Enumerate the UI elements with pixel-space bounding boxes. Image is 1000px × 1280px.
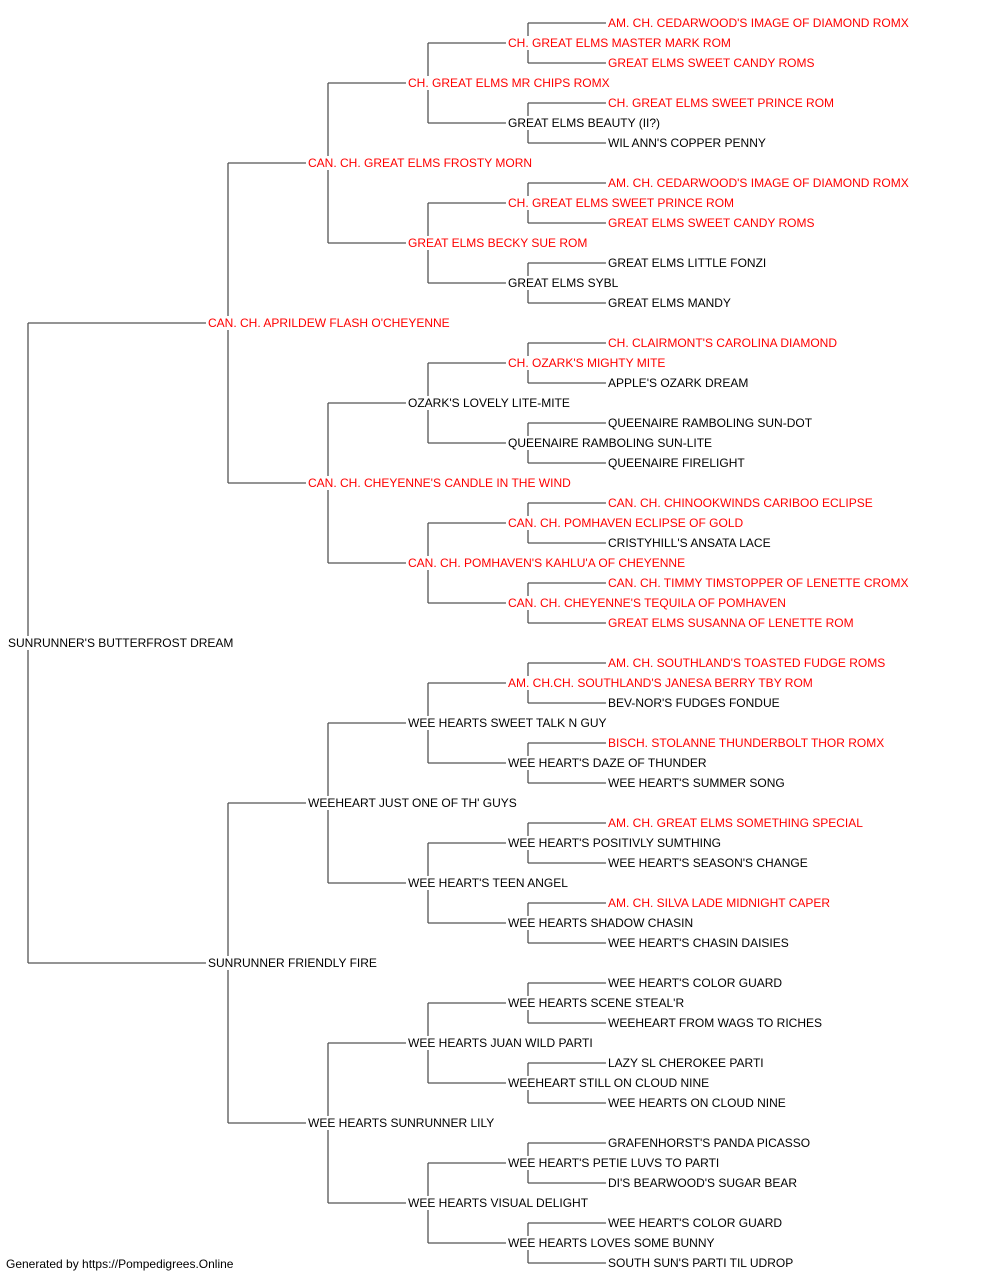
dam-name[interactable]: WEE HEART'S CHASIN DAISIES xyxy=(606,936,791,950)
dam-name[interactable]: WEE HEARTS LOVES SOME BUNNY xyxy=(506,1236,717,1250)
dam-name[interactable]: GREAT ELMS SUSANNA OF LENETTE ROM xyxy=(606,616,856,630)
sire-name[interactable]: WEEHEART JUST ONE OF TH' GUYS xyxy=(306,796,519,810)
dam-name[interactable]: SUNRUNNER FRIENDLY FIRE xyxy=(206,956,379,970)
sire-name[interactable]: WEE HEARTS JUAN WILD PARTI xyxy=(406,1036,595,1050)
sire-name[interactable]: AM. CH. SOUTHLAND'S TOASTED FUDGE ROMS xyxy=(606,656,888,670)
sire-name[interactable]: WEE HEART'S COLOR GUARD xyxy=(606,1216,785,1230)
sire-name[interactable]: CH. GREAT ELMS MR CHIPS ROMX xyxy=(406,76,612,90)
dam-name[interactable]: CRISTYHILL'S ANSATA LACE xyxy=(606,536,773,550)
dam-name[interactable]: WEE HEARTS ON CLOUD NINE xyxy=(606,1096,788,1110)
sire-name[interactable]: AM. CH. GREAT ELMS SOMETHING SPECIAL xyxy=(606,816,865,830)
sire-name[interactable]: BISCH. STOLANNE THUNDERBOLT THOR ROMX xyxy=(606,736,887,750)
dam-name[interactable]: GREAT ELMS BECKY SUE ROM xyxy=(406,236,590,250)
sire-name[interactable]: AM. CH. CEDARWOOD'S IMAGE OF DIAMOND ROM… xyxy=(606,16,911,30)
sire-name[interactable]: CAN. CH. APRILDEW FLASH O'CHEYENNE xyxy=(206,316,452,330)
sire-name[interactable]: LAZY SL CHEROKEE PARTI xyxy=(606,1056,766,1070)
sire-name[interactable]: QUEENAIRE RAMBOLING SUN-DOT xyxy=(606,416,815,430)
dam-name[interactable]: DI'S BEARWOOD'S SUGAR BEAR xyxy=(606,1176,800,1190)
sire-name[interactable]: WEE HEARTS SCENE STEAL'R xyxy=(506,996,687,1010)
dam-name[interactable]: GREAT ELMS SWEET CANDY ROMS xyxy=(606,216,817,230)
sire-name[interactable]: WEE HEARTS SWEET TALK N GUY xyxy=(406,716,609,730)
dam-name[interactable]: CAN. CH. CHEYENNE'S TEQUILA OF POMHAVEN xyxy=(506,596,788,610)
dam-name[interactable]: WEE HEART'S SUMMER SONG xyxy=(606,776,787,790)
dam-name[interactable]: WEE HEARTS VISUAL DELIGHT xyxy=(406,1196,591,1210)
sire-name[interactable]: AM. CH. SILVA LADE MIDNIGHT CAPER xyxy=(606,896,833,910)
dam-name[interactable]: WEE HEARTS SUNRUNNER LILY xyxy=(306,1116,497,1130)
dam-name[interactable]: WEE HEART'S TEEN ANGEL xyxy=(406,876,570,890)
dam-name[interactable]: CAN. CH. CHEYENNE'S CANDLE IN THE WIND xyxy=(306,476,573,490)
sire-name[interactable]: OZARK'S LOVELY LITE-MITE xyxy=(406,396,572,410)
dam-name[interactable]: SOUTH SUN'S PARTI TIL UDROP xyxy=(606,1256,796,1270)
dam-name[interactable]: BEV-NOR'S FUDGES FONDUE xyxy=(606,696,782,710)
dam-name[interactable]: WEE HEART'S DAZE OF THUNDER xyxy=(506,756,709,770)
dam-name[interactable]: WEEHEART FROM WAGS TO RICHES xyxy=(606,1016,825,1030)
dam-name[interactable]: QUEENAIRE RAMBOLING SUN-LITE xyxy=(506,436,715,450)
sire-name[interactable]: CAN. CH. POMHAVEN ECLIPSE OF GOLD xyxy=(506,516,746,530)
sire-name[interactable]: WEE HEART'S POSITIVLY SUMTHING xyxy=(506,836,723,850)
dam-name[interactable]: WEE HEARTS SHADOW CHASIN xyxy=(506,916,696,930)
sire-name[interactable]: GRAFENHORST'S PANDA PICASSO xyxy=(606,1136,813,1150)
sire-name[interactable]: WEE HEART'S PETIE LUVS TO PARTI xyxy=(506,1156,722,1170)
sire-name[interactable]: CAN. CH. GREAT ELMS FROSTY MORN xyxy=(306,156,535,170)
sire-name[interactable]: CH. GREAT ELMS SWEET PRINCE ROM xyxy=(606,96,837,110)
sire-name[interactable]: CH. GREAT ELMS SWEET PRINCE ROM xyxy=(506,196,737,210)
dam-name[interactable]: GREAT ELMS BEAUTY (II?) xyxy=(506,116,663,130)
sire-name[interactable]: AM. CH.CH. SOUTHLAND'S JANESA BERRY TBY … xyxy=(506,676,815,690)
footer-credit: Generated by https://Pompedigrees.Online xyxy=(6,1257,234,1271)
sire-name[interactable]: AM. CH. CEDARWOOD'S IMAGE OF DIAMOND ROM… xyxy=(606,176,911,190)
sire-name[interactable]: CAN. CH. TIMMY TIMSTOPPER OF LENETTE CRO… xyxy=(606,576,911,590)
sire-name[interactable]: GREAT ELMS LITTLE FONZI xyxy=(606,256,769,270)
sire-name[interactable]: CAN. CH. CHINOOKWINDS CARIBOO ECLIPSE xyxy=(606,496,875,510)
dam-name[interactable]: GREAT ELMS MANDY xyxy=(606,296,733,310)
dam-name[interactable]: WEEHEART STILL ON CLOUD NINE xyxy=(506,1076,712,1090)
sire-name[interactable]: CH. GREAT ELMS MASTER MARK ROM xyxy=(506,36,733,50)
dam-name[interactable]: WIL ANN'S COPPER PENNY xyxy=(606,136,768,150)
subject-name[interactable]: SUNRUNNER'S BUTTERFROST DREAM xyxy=(6,636,236,650)
sire-name[interactable]: WEE HEART'S COLOR GUARD xyxy=(606,976,785,990)
dam-name[interactable]: GREAT ELMS SYBL xyxy=(506,276,621,290)
dam-name[interactable]: APPLE'S OZARK DREAM xyxy=(606,376,751,390)
sire-name[interactable]: CH. CLAIRMONT'S CAROLINA DIAMOND xyxy=(606,336,839,350)
dam-name[interactable]: WEE HEART'S SEASON'S CHANGE xyxy=(606,856,810,870)
dam-name[interactable]: QUEENAIRE FIRELIGHT xyxy=(606,456,747,470)
sire-name[interactable]: CH. OZARK'S MIGHTY MITE xyxy=(506,356,668,370)
dam-name[interactable]: CAN. CH. POMHAVEN'S KAHLU'A OF CHEYENNE xyxy=(406,556,688,570)
dam-name[interactable]: GREAT ELMS SWEET CANDY ROMS xyxy=(606,56,817,70)
